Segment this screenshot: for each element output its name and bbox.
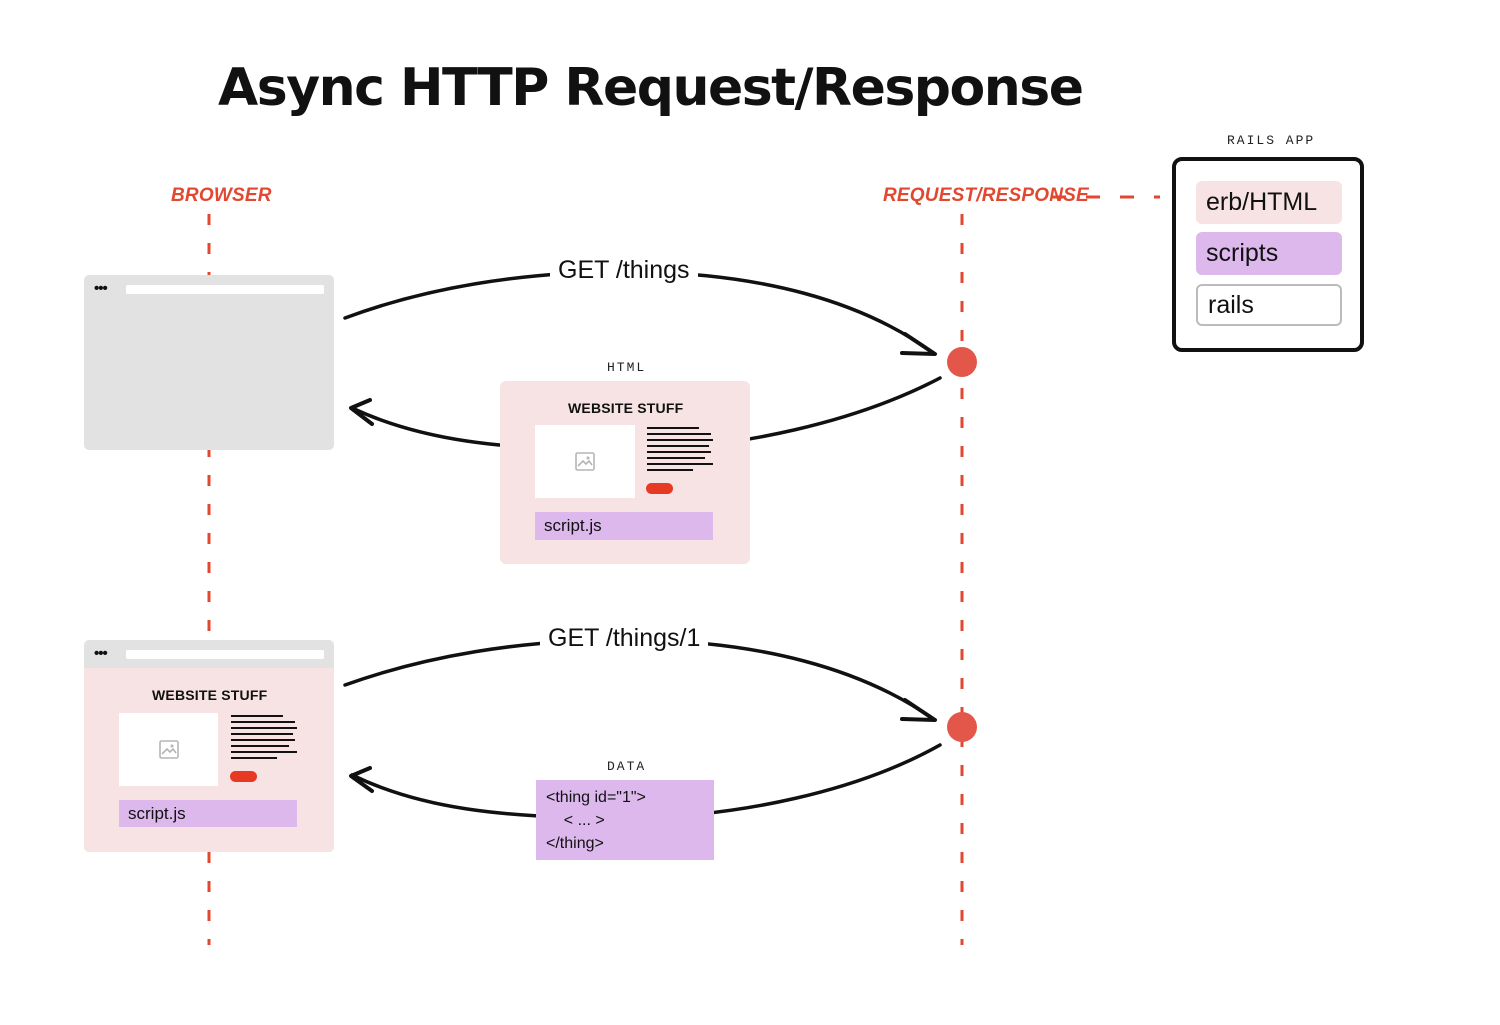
url-bar xyxy=(126,650,324,659)
data-line: <thing id="1"> xyxy=(546,789,646,806)
rails-item-rails: rails xyxy=(1196,284,1342,326)
loaded-page-content: WEBSITE STUFF script.js xyxy=(84,668,334,852)
request-label-2: GET /things/1 xyxy=(540,624,709,653)
request-arrowhead-1 xyxy=(900,332,937,356)
rails-app-box xyxy=(1172,157,1364,352)
card-title: WEBSITE STUFF xyxy=(152,687,268,703)
data-line: < ... > xyxy=(546,812,605,829)
request-arrowhead-2 xyxy=(900,698,937,722)
window-dots-icon: ••• xyxy=(94,280,108,297)
page-title: Async HTTP Request/Response xyxy=(218,58,1084,118)
response-arrowhead-1 xyxy=(349,398,374,426)
browser-window-empty: ••• xyxy=(84,275,334,450)
script-block: script.js xyxy=(535,512,713,540)
image-icon xyxy=(575,452,595,471)
button-placeholder xyxy=(230,771,257,782)
text-lines xyxy=(647,427,713,475)
request-label-1: GET /things xyxy=(550,256,698,285)
response-label-2: DATA xyxy=(607,759,647,774)
data-line: </thing> xyxy=(546,835,604,852)
image-placeholder xyxy=(535,425,635,498)
button-placeholder xyxy=(646,483,673,494)
response-arrowhead-2 xyxy=(349,766,374,793)
browser-window-loaded: ••• WEBSITE STUFF script.js xyxy=(84,640,334,852)
server-node-1 xyxy=(947,347,977,377)
rails-app-label: RAILS APP xyxy=(1227,133,1316,148)
image-placeholder xyxy=(119,713,218,786)
html-response-card: WEBSITE STUFF script.js xyxy=(500,381,750,564)
url-bar xyxy=(126,285,324,294)
server-node-2 xyxy=(947,712,977,742)
rails-item-erb-html: erb/HTML xyxy=(1196,181,1342,224)
request-response-lane-label: REQUEST/RESPONSE xyxy=(883,185,1089,206)
window-dots-icon: ••• xyxy=(94,645,108,662)
rails-item-scripts: scripts xyxy=(1196,232,1342,275)
data-response-block: <thing id="1"> < ... > </thing> xyxy=(536,780,714,860)
card-title: WEBSITE STUFF xyxy=(568,400,684,416)
image-icon xyxy=(159,740,179,759)
text-lines xyxy=(231,715,297,763)
response-label-1: HTML xyxy=(607,360,647,375)
script-block: script.js xyxy=(119,800,297,827)
browser-lane-label: BROWSER xyxy=(171,185,272,206)
